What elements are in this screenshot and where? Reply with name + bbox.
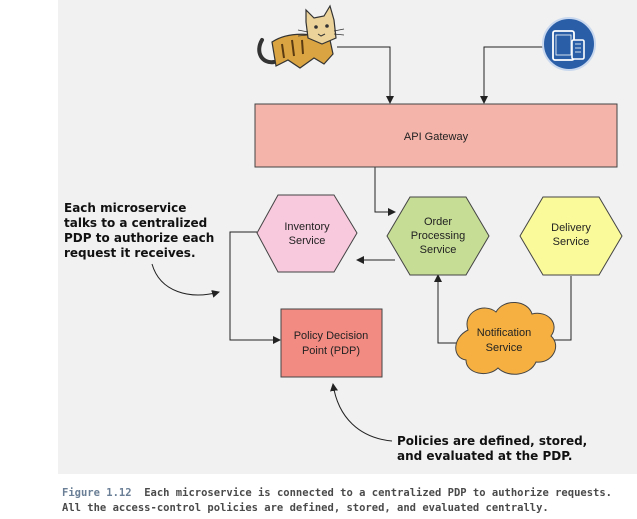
pdp-label-line1: Policy Decision	[294, 330, 369, 342]
delivery-service-label-line2: Service	[553, 236, 590, 248]
policies-annotation-note: Policies are defined, stored, and evalua…	[397, 434, 588, 463]
api-gateway-box	[254, 103, 618, 168]
pdp-annotation-note: Each microservice talks to a centralized…	[64, 201, 215, 260]
notification-service-cloud	[455, 302, 557, 375]
pdp-box	[280, 308, 383, 378]
inventory-service-label-line2: Service	[289, 235, 326, 247]
order-processing-service-hexagon	[386, 196, 490, 276]
order-service-label-line3: Service	[420, 244, 457, 256]
pdp-note-pointer	[151, 263, 220, 298]
inventory-service-hexagon	[256, 194, 358, 273]
tomcat-cat-icon	[257, 4, 345, 69]
delivery-service-hexagon	[519, 196, 623, 276]
caption-text: Each microservice is connected to a cent…	[62, 487, 612, 514]
delivery-to-notification-line	[551, 276, 572, 341]
notification-service-label-line1: Notification	[477, 327, 531, 339]
tomcat-to-gateway-arrow	[337, 46, 394, 104]
order-service-label-line1: Order	[424, 216, 452, 228]
delivery-service-label-line1: Delivery	[551, 222, 591, 234]
notification-to-order-arrow	[434, 274, 459, 344]
pdp-label-line2: Point (PDP)	[302, 345, 360, 357]
figure-caption: Figure 1.12 Each microservice is connect…	[62, 486, 632, 516]
figure-number: Figure 1.12	[62, 487, 132, 499]
mobile-devices-icon	[542, 17, 596, 71]
api-gateway-label: API Gateway	[404, 131, 469, 143]
inventory-to-pdp-line	[229, 231, 281, 344]
order-service-label-line2: Processing	[411, 230, 465, 242]
notification-service-label-line2: Service	[486, 342, 523, 354]
gateway-to-order-arrow	[374, 167, 396, 216]
inventory-service-label-line1: Inventory	[284, 221, 330, 233]
policies-note-pointer	[330, 383, 393, 442]
mobile-to-gateway-arrow	[480, 46, 544, 104]
